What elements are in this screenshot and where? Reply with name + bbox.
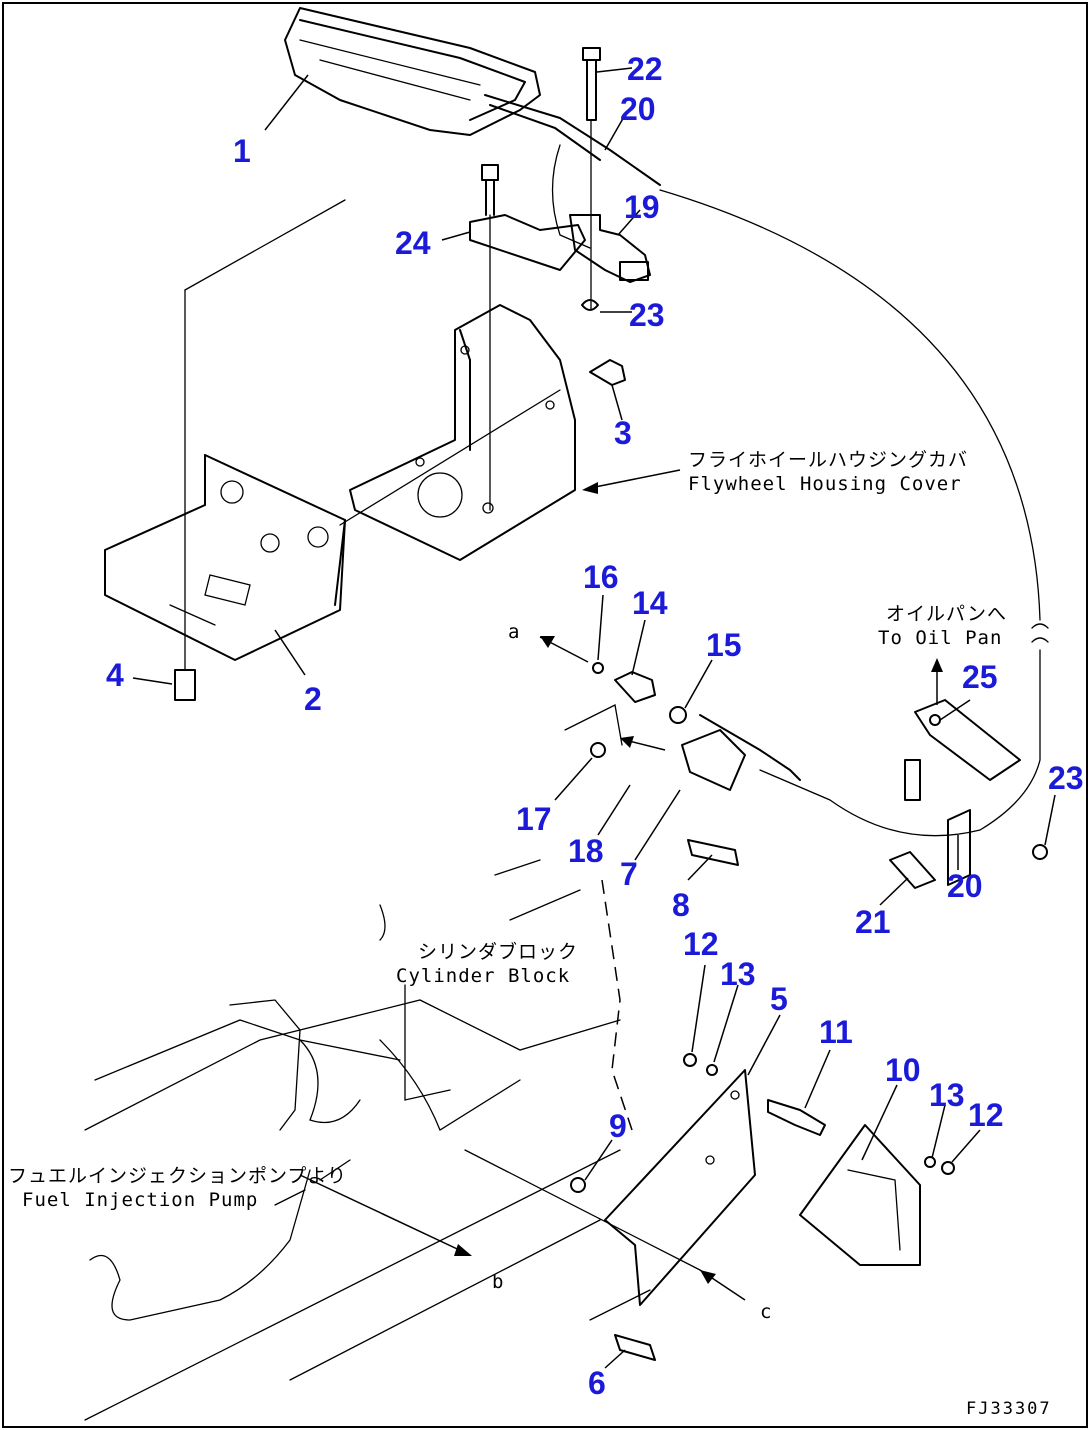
callout-16: 16 xyxy=(583,559,619,595)
callout-20-top: 20 xyxy=(620,91,656,127)
assembly-axis-9 xyxy=(464,1149,701,1271)
part-20-plate xyxy=(947,809,971,886)
callout-23-right: 23 xyxy=(1048,760,1084,796)
flywheel-note-en: Flywheel Housing Cover xyxy=(688,473,962,495)
callout-12-right: 12 xyxy=(968,1097,1004,1133)
callout-23-top: 23 xyxy=(629,297,665,333)
callout-25: 25 xyxy=(962,659,998,695)
part-21-bolt xyxy=(889,851,936,889)
part-17-nut xyxy=(590,742,606,758)
part-15-washer xyxy=(669,706,687,724)
part-1-sensor-housing xyxy=(284,7,661,186)
callout-11: 11 xyxy=(819,1014,853,1050)
assembly-axis-6 xyxy=(589,1289,651,1321)
callout-10: 10 xyxy=(885,1052,921,1088)
oilpan-note-jp: オイルパンへ xyxy=(886,603,1007,625)
callout-3: 3 xyxy=(614,415,632,451)
callout-8: 8 xyxy=(672,887,690,923)
oilpan-note-en: To Oil Pan xyxy=(878,627,1002,649)
flywheel-note-jp: フライホイールハウジングカバ xyxy=(688,449,968,471)
cylinder-note-en: Cylinder Block xyxy=(396,965,570,987)
callout-12: 12 xyxy=(683,926,719,962)
callout-21: 21 xyxy=(855,904,891,940)
part-13b-washer xyxy=(924,1156,936,1168)
drawing-id: FJ33307 xyxy=(966,1399,1052,1419)
part-14-clamp xyxy=(614,671,656,703)
callout-1: 1 xyxy=(233,133,251,169)
part-9-nut xyxy=(570,1177,586,1193)
callout-24: 24 xyxy=(395,225,431,261)
part-10-cover xyxy=(799,1124,921,1266)
part-19-sensor xyxy=(569,214,651,283)
connection-mark-a: a xyxy=(508,621,520,643)
hidden-line-dashed xyxy=(601,879,633,1131)
part-23-nut xyxy=(581,299,599,311)
cylinder-note-jp: シリンダブロック xyxy=(418,940,578,963)
part-25-bracket xyxy=(914,699,1021,781)
connection-mark-c: c xyxy=(760,1301,772,1323)
part-4-bolt xyxy=(174,669,196,701)
part-5-plate xyxy=(604,1069,756,1306)
callout-13: 13 xyxy=(720,956,756,992)
part-22-bolt xyxy=(582,47,601,121)
part-24-bolt xyxy=(481,164,499,216)
callout-leaders xyxy=(132,67,1056,1369)
callout-17: 17 xyxy=(516,801,552,837)
callout-13-right: 13 xyxy=(929,1077,965,1113)
fuelpump-note-jp: フュエルインジェクションポンプより xyxy=(8,1165,347,1187)
callout-14: 14 xyxy=(632,585,668,621)
callout-2: 2 xyxy=(304,681,322,717)
callout-20-right: 20 xyxy=(947,868,983,904)
callout-6: 6 xyxy=(588,1365,606,1401)
part-24-bracket xyxy=(469,214,586,271)
flywheel-note-leader xyxy=(589,469,681,489)
harness-cable xyxy=(551,144,1041,837)
part-23-nut-b xyxy=(1032,844,1048,860)
fuelpump-arrow-line xyxy=(299,1174,471,1256)
callout-5: 5 xyxy=(770,981,788,1017)
part-12-nut xyxy=(683,1053,697,1067)
block-detail-lines xyxy=(379,859,581,941)
connection-mark-b: b xyxy=(492,1271,504,1293)
assembly-axis-2-3 xyxy=(339,389,561,526)
part-7-lever xyxy=(681,729,746,791)
part-8-bolt xyxy=(687,839,739,866)
callout-4: 4 xyxy=(106,657,124,693)
callout-18: 18 xyxy=(568,833,604,869)
callout-9: 9 xyxy=(609,1108,627,1144)
part-6-bolt xyxy=(614,1334,656,1361)
link-arrowhead xyxy=(620,736,634,748)
part-16-washer xyxy=(592,662,604,674)
part-18-link xyxy=(564,704,623,746)
cylinder-note-leader xyxy=(404,984,451,1101)
flywheel-housing-cover-bracket xyxy=(349,304,576,561)
mark-c-lower-arrowhead xyxy=(700,1270,716,1284)
mark-a-arrowhead xyxy=(540,636,555,648)
cylinder-block-outline xyxy=(84,999,621,1421)
flywheel-note-arrowhead xyxy=(582,482,598,494)
part-2-tray-bracket xyxy=(104,454,346,661)
part-13-washer xyxy=(706,1064,718,1076)
callout-19: 19 xyxy=(624,189,660,225)
part-25-bolt xyxy=(904,759,921,801)
leader-axis-4 xyxy=(184,199,346,291)
part-11-stud xyxy=(767,1099,826,1136)
oilpan-arrowhead xyxy=(931,658,943,672)
part-25-washer xyxy=(929,714,941,726)
fuelpump-note-en: Fuel Injection Pump xyxy=(22,1189,258,1211)
fuelpump-arrowhead xyxy=(454,1244,472,1256)
callout-15: 15 xyxy=(706,627,742,663)
callout-22: 22 xyxy=(627,51,663,87)
callout-7: 7 xyxy=(620,856,638,892)
part-12b-nut xyxy=(941,1161,955,1175)
part-rod xyxy=(699,714,801,781)
part-3-bolt xyxy=(589,359,626,386)
